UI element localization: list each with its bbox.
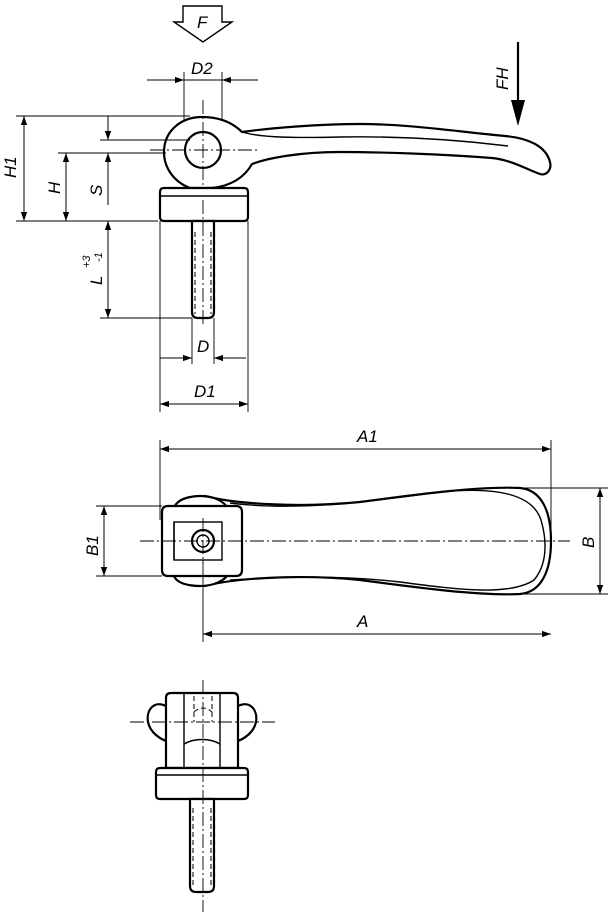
dimension-d: D — [160, 318, 246, 364]
dimension-s: S — [87, 116, 190, 205]
side-view: F D2 FH — [1, 5, 552, 412]
lever-top-inner — [229, 489, 546, 591]
force-arrow-fh: FH — [493, 42, 525, 126]
dimension-l: L +3 -1 — [81, 221, 192, 319]
label-s: S — [87, 184, 106, 196]
front-collar — [154, 766, 250, 801]
label-d1: D1 — [194, 382, 216, 401]
label-h1: H1 — [1, 156, 20, 178]
label-l-tol-upper: +3 — [81, 255, 93, 268]
front-body — [164, 691, 240, 770]
label-d2: D2 — [191, 59, 213, 78]
lever-inner-edge — [241, 131, 509, 147]
lever-arm — [162, 115, 552, 190]
label-h: H — [45, 181, 64, 194]
dimension-h: H — [45, 152, 166, 221]
dimension-d2: D2 — [147, 59, 258, 125]
label-a: A — [356, 612, 368, 631]
label-f: F — [197, 13, 209, 32]
label-fh: FH — [493, 67, 512, 90]
label-a1: A1 — [356, 427, 378, 446]
front-pin — [188, 797, 216, 894]
label-l-tol-lower: -1 — [93, 252, 105, 262]
dimension-h1: H1 — [1, 115, 190, 222]
dimension-b: B — [520, 487, 608, 595]
label-l: L — [87, 276, 106, 285]
collar — [158, 186, 250, 223]
label-d: D — [197, 337, 209, 356]
force-arrow-f: F — [171, 5, 235, 43]
dimension-d1: D1 — [159, 221, 249, 412]
label-b1: B1 — [83, 535, 102, 556]
dimension-a1: A1 — [159, 427, 552, 540]
dimension-a: A — [202, 560, 551, 642]
dimension-b1: B1 — [83, 505, 162, 577]
front-view — [130, 680, 275, 912]
top-view: A1 B1 B — [83, 427, 608, 642]
label-b: B — [579, 537, 598, 548]
